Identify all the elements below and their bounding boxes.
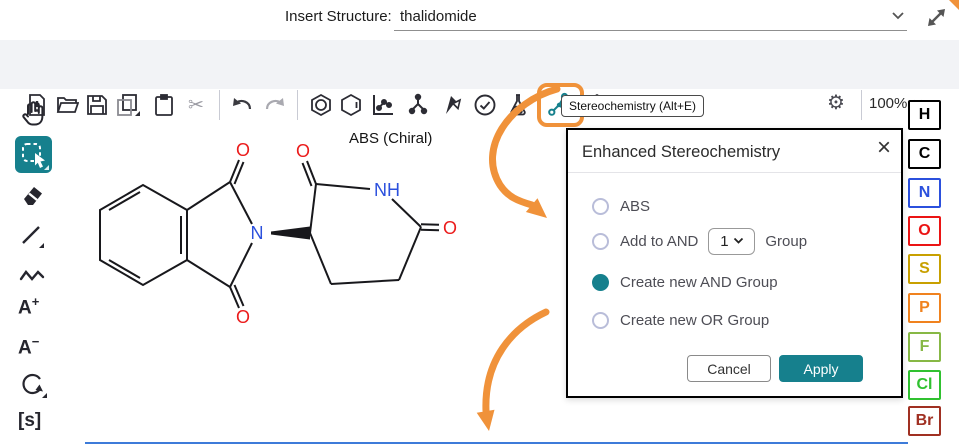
arrow-downward (482, 308, 550, 415)
element-button-o[interactable]: O (908, 216, 941, 246)
oxygen-label: O (236, 140, 250, 160)
element-symbol: P (919, 299, 930, 316)
cut-icon[interactable]: ✂ (183, 92, 209, 118)
wedge-bond (271, 226, 310, 240)
stereochemistry-tooltip: Stereochemistry (Alt+E) (561, 95, 705, 117)
thalidomide-bonds (99, 159, 440, 309)
radio-abs[interactable] (592, 197, 609, 215)
eraser-tool-icon[interactable] (18, 182, 46, 210)
sgroup-tool[interactable]: [s] (18, 410, 42, 431)
dialog-title: Enhanced Stereochemistry (582, 143, 781, 161)
toolbar-separator (297, 90, 298, 120)
canvas-bottom-border (85, 442, 908, 444)
element-symbol: O (918, 222, 931, 239)
element-symbol: Br (915, 412, 934, 429)
zoom-value: 100% (869, 95, 908, 112)
cancel-button[interactable]: Cancel (687, 355, 771, 382)
radio-new-or-group[interactable] (592, 311, 609, 329)
copy-icon[interactable] (115, 92, 141, 118)
element-symbol: F (919, 338, 930, 355)
element-button-c[interactable]: C (908, 139, 941, 169)
charge-plus-sign: + (31, 294, 40, 309)
enhanced-stereochemistry-dialog: Enhanced Stereochemistry × ABS Add to AN… (566, 128, 903, 398)
chevron-down-icon[interactable] (891, 11, 905, 21)
dialog-divider (568, 172, 901, 173)
arrow-to-dialog-head (525, 198, 547, 218)
toolbar-separator (219, 90, 220, 120)
chevron-down-icon (733, 237, 743, 244)
stereo-flag-label: ABS (Chiral) (349, 130, 433, 147)
option-abs-label: ABS (620, 197, 651, 215)
chain-tool-icon[interactable] (18, 264, 46, 286)
atom-labels: N NH O O O O (236, 140, 457, 327)
element-button-p[interactable]: P (908, 293, 941, 323)
radio-new-and-group[interactable] (592, 273, 609, 291)
aromatize-icon[interactable] (308, 92, 334, 118)
open-icon[interactable] (54, 92, 80, 118)
toolbar-separator (861, 90, 862, 120)
oxygen-label: O (236, 307, 250, 327)
and-group-value: 1 (720, 232, 729, 250)
option-abs[interactable]: ABS (592, 196, 650, 216)
settings-gear-icon[interactable]: ⚙ (827, 92, 845, 114)
charge-plus-base: A (18, 297, 32, 319)
input-underline (394, 30, 907, 31)
and-group-select[interactable]: 1 (708, 227, 756, 255)
calculate-cip-icon[interactable] (438, 92, 464, 118)
element-symbol: Cl (916, 376, 933, 393)
element-symbol: N (918, 184, 931, 201)
oxygen-label: O (296, 141, 310, 161)
charge-minus-tool[interactable]: A− (18, 334, 39, 359)
selection-tool-active[interactable] (15, 136, 52, 173)
arrow-downward-head (476, 409, 495, 431)
expand-icon[interactable] (923, 4, 950, 31)
insert-structure-label: Insert Structure: (285, 8, 392, 25)
element-symbol: S (919, 260, 930, 277)
charge-minus-sign: − (31, 334, 40, 349)
nh-label: NH (374, 180, 400, 200)
clean-up-icon[interactable] (405, 92, 431, 118)
main-toolbar: ✂ ⚙ 100% (0, 40, 959, 127)
element-button-cl[interactable]: Cl (908, 370, 941, 400)
bond-tool-icon[interactable] (18, 222, 46, 250)
charge-minus-base: A (18, 337, 32, 359)
undo-icon[interactable] (229, 92, 255, 118)
molecule-canvas[interactable]: N NH O O O O (60, 100, 480, 350)
element-button-s[interactable]: S (908, 254, 941, 284)
option-add-prefix: Add to AND (620, 232, 699, 250)
charge-plus-tool[interactable]: A+ (18, 294, 39, 319)
element-symbol: C (918, 145, 931, 162)
element-button-h[interactable]: H (908, 100, 941, 130)
option-new-or-group[interactable]: Create new OR Group (592, 310, 769, 330)
option-add-suffix: Group (765, 232, 808, 250)
close-icon[interactable]: × (876, 134, 891, 161)
option-add-to-and[interactable]: Add to AND 1 Group (592, 227, 808, 255)
redo-icon[interactable] (262, 92, 288, 118)
paste-icon[interactable] (151, 92, 177, 118)
layout-icon[interactable] (370, 92, 396, 118)
radio-add-to-and[interactable] (592, 232, 609, 250)
element-button-br[interactable]: Br (908, 406, 941, 436)
dearomatize-icon[interactable] (338, 92, 364, 118)
nitrogen-label: N (251, 223, 264, 243)
save-icon[interactable] (84, 92, 110, 118)
element-button-f[interactable]: F (908, 332, 941, 362)
option-new-and-group[interactable]: Create new AND Group (592, 272, 778, 292)
element-symbol: H (918, 106, 931, 123)
apply-button[interactable]: Apply (779, 355, 863, 382)
option-new-and-label: Create new AND Group (620, 273, 778, 291)
hand-tool-icon[interactable] (18, 98, 50, 130)
calculated-values-icon[interactable] (505, 92, 531, 118)
structure-name-input[interactable]: thalidomide (400, 8, 477, 25)
element-button-n[interactable]: N (908, 178, 941, 208)
rotate-tool-icon[interactable] (18, 370, 48, 400)
scissors-glyph: ✂ (188, 94, 204, 116)
option-new-or-label: Create new OR Group (620, 311, 770, 329)
oxygen-label: O (443, 218, 457, 238)
cropped-arrow-fragment (949, 0, 959, 10)
